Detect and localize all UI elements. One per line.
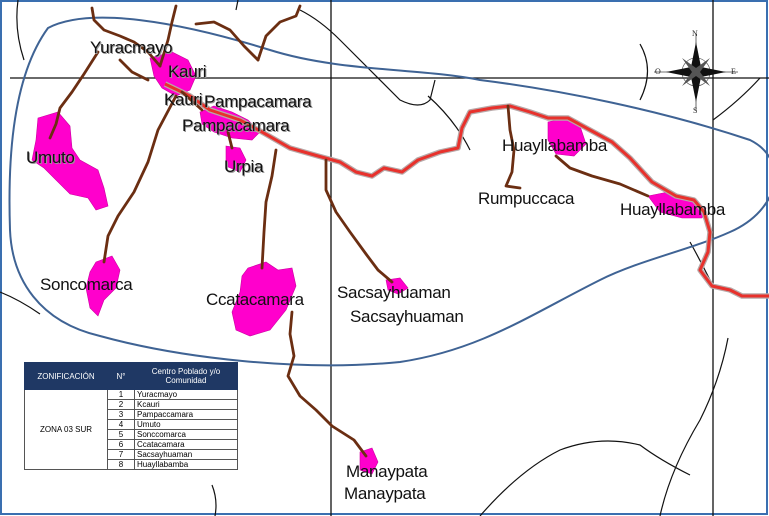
legend-zone-name: ZONA 03 SUR xyxy=(24,389,108,470)
road xyxy=(164,82,769,298)
legend-header-zone: ZONIFICACIÓN xyxy=(24,362,108,390)
legend-header-community: Centro Poblado y/o Comunidad xyxy=(134,362,238,390)
settlement-soncomarca xyxy=(85,255,121,317)
legend-row-name: Yuracmayo xyxy=(134,389,238,400)
legend-row-number: 3 xyxy=(107,409,135,420)
legend-row-number: 8 xyxy=(107,459,135,470)
table-row: 8 Huayllabamba xyxy=(25,459,238,470)
compass-east-label: E xyxy=(731,67,736,76)
place-label-kauri-secondary: Kauri xyxy=(164,90,203,109)
settlement-ccatacamara xyxy=(231,261,297,337)
place-label-manaypata: Manaypata xyxy=(346,462,428,481)
legend-row-number: 2 xyxy=(107,399,135,410)
legend-row-number: 4 xyxy=(107,419,135,430)
legend-header-number: N° xyxy=(107,362,135,390)
place-label-sacsayhuaman-secondary: Sacsayhuaman xyxy=(350,307,464,326)
legend-row-number: 7 xyxy=(107,449,135,460)
legend-row-name: Umuto xyxy=(134,419,238,430)
place-label-huayllabamba: Huayllabamba xyxy=(502,136,608,155)
zone-outline xyxy=(8,16,769,367)
place-label-urpia: Urpia xyxy=(224,157,264,176)
table-row: ZONA 03 SUR 1 Yuracmayo xyxy=(24,389,238,470)
compass-north-label: N xyxy=(692,29,698,38)
place-label-soncomarca: Soncomarca xyxy=(40,275,133,294)
legend-row-number: 5 xyxy=(107,429,135,440)
place-label-pampacamara-secondary: Pampacamara xyxy=(182,116,290,135)
legend-row-name: Huayllabamba xyxy=(134,459,238,470)
place-label-sacsayhuaman: Sacsayhuaman xyxy=(337,283,451,302)
place-label-ccatacamara: Ccatacamara xyxy=(206,290,304,309)
compass-rose xyxy=(654,34,738,110)
legend-row-name: Pampaccamara xyxy=(134,409,238,420)
place-label-kauri: Kauri xyxy=(168,62,207,81)
compass-west-label: O xyxy=(655,67,661,76)
compass-south-label: S xyxy=(693,106,698,115)
place-label-rumpuccaca: Rumpuccaca xyxy=(478,189,575,208)
legend-row-name: Sonccomarca xyxy=(134,429,238,440)
zoning-legend-table: ZONIFICACIÓN N° Centro Poblado y/o Comun… xyxy=(24,362,238,470)
place-label-yuracmayo: Yuracmayo xyxy=(90,38,173,57)
place-label-umuto: Umuto xyxy=(26,148,75,167)
grid-lines xyxy=(10,0,769,516)
legend-row-number: 1 xyxy=(107,389,135,400)
legend-row-name: Ccatacamara xyxy=(134,439,238,450)
trails xyxy=(48,4,650,458)
legend-header-row: ZONIFICACIÓN N° Centro Poblado y/o Comun… xyxy=(24,362,238,390)
place-label-huayllabamba-secondary: Huayllabamba xyxy=(620,200,726,219)
place-label-pampacamara: Pampacamara xyxy=(204,92,312,111)
legend-row-name: Kcauri xyxy=(134,399,238,410)
legend-row-number: 6 xyxy=(107,439,135,450)
legend-row-name: Sacsayhuaman xyxy=(134,449,238,460)
place-label-manaypata-secondary: Manaypata xyxy=(344,484,426,503)
settlement-urpia xyxy=(225,145,247,173)
